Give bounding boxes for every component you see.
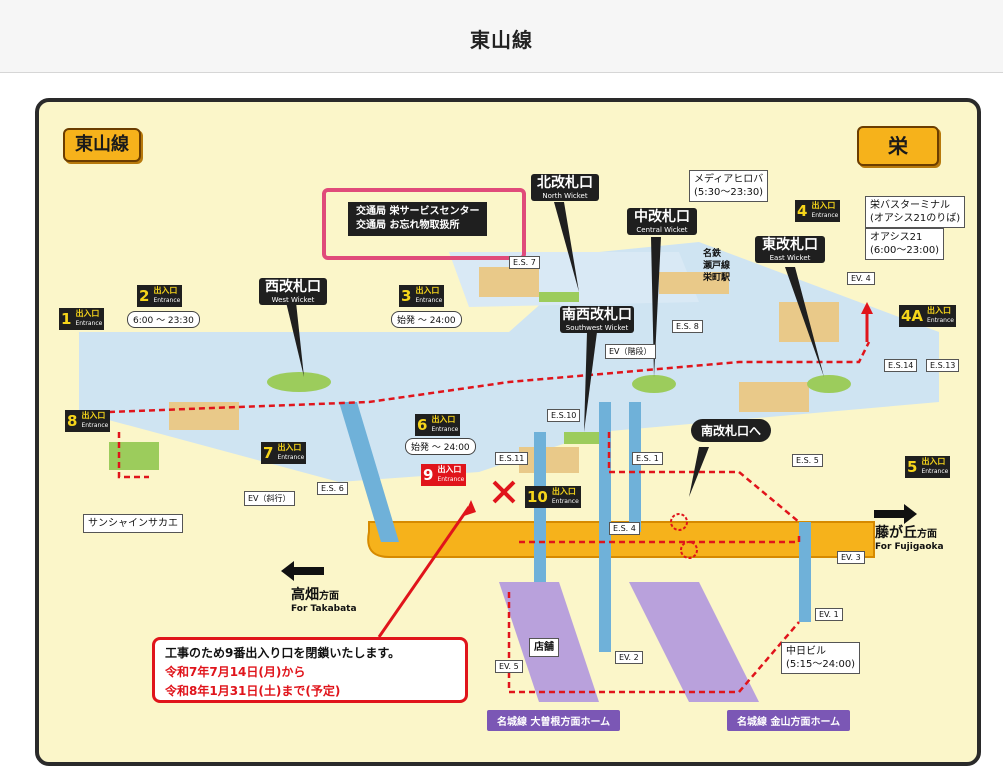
service-center-label: 交通局 栄サービスセンター 交通局 お忘れ物取扱所 bbox=[348, 202, 488, 236]
closure-notice: 工事のため9番出入り口を閉鎖いたします。 令和7年7月14日(月)から 令和8年… bbox=[152, 637, 468, 703]
takabata-direction: 高畑方面 For Takabata bbox=[291, 587, 357, 614]
fujigaoka-direction: 藤が丘方面 For Fujigaoka bbox=[875, 525, 944, 552]
pointer bbox=[584, 332, 597, 432]
escalator-11-label: E.S.11 bbox=[495, 452, 529, 465]
map-drawing bbox=[79, 202, 939, 702]
escalator-7-label: E.S. 7 bbox=[509, 256, 540, 269]
shop-block bbox=[659, 272, 729, 294]
escalator-6 bbox=[339, 402, 399, 542]
entrance-2-hours: 6:00 ～ 23:30 bbox=[127, 311, 200, 328]
escalator-6-label: E.S. 6 bbox=[317, 482, 348, 495]
elevator-3-label: EV. 3 bbox=[837, 551, 865, 564]
higashiyama-line-track bbox=[367, 521, 875, 558]
bus-arrow-head bbox=[861, 302, 873, 314]
oasis21-label: オアシス21(6:00～23:00) bbox=[865, 228, 945, 260]
pointer bbox=[651, 237, 661, 377]
line-tag: 東山線 bbox=[63, 128, 141, 162]
elevator-4-label: EV. 4 bbox=[847, 272, 875, 285]
southwest-wicket-area bbox=[564, 432, 604, 444]
elevator-incline-label: EV（斜行） bbox=[244, 491, 295, 506]
shop-label: 店舗 bbox=[529, 638, 559, 657]
pointer bbox=[554, 202, 579, 292]
escalator-5-label: E.S. 5 bbox=[792, 454, 823, 467]
east-wicket-area bbox=[807, 375, 851, 393]
arrow-fujigaoka bbox=[874, 504, 917, 524]
pointer bbox=[286, 302, 304, 377]
chunichi-building-label: 中日ビル(5:15～24:00) bbox=[781, 642, 861, 674]
entrance-6-hours: 始発 ～ 24:00 bbox=[405, 438, 476, 455]
arrow-takabata bbox=[281, 561, 324, 581]
escalator-13-label: E.S.13 bbox=[926, 359, 960, 372]
pointer bbox=[689, 447, 709, 497]
notice-pointer-head bbox=[464, 500, 476, 516]
station-tag: 栄 bbox=[857, 126, 939, 166]
escalator-8-label: E.S. 8 bbox=[672, 320, 703, 333]
elevator-shaft bbox=[799, 522, 811, 622]
shop-block bbox=[739, 382, 809, 412]
elevator-2-label: EV. 2 bbox=[615, 651, 643, 664]
escalator-14-label: E.S.14 bbox=[884, 359, 918, 372]
notice-pointer bbox=[377, 506, 471, 638]
shop-block bbox=[519, 447, 579, 473]
central-wicket-area bbox=[632, 375, 676, 393]
media-hiroba-label: メディアヒロバ(5:30～23:30) bbox=[689, 170, 769, 202]
elevator-5-label: EV. 5 bbox=[495, 660, 523, 673]
meijo-platform-right bbox=[629, 582, 759, 702]
escalator-10-label: E.S.10 bbox=[547, 409, 581, 422]
shop-block bbox=[479, 267, 539, 297]
entrance8-area bbox=[109, 442, 159, 470]
page-title: 東山線 bbox=[470, 28, 533, 52]
escalator-4-label: E.S. 4 bbox=[609, 522, 640, 535]
route-line bbox=[519, 532, 801, 544]
bus-terminal-label: 栄バスターミナル(オアシス21のりば) bbox=[865, 196, 966, 228]
elevator-1-label: EV. 1 bbox=[815, 608, 843, 621]
circle-mark bbox=[680, 541, 698, 559]
west-wicket-area bbox=[267, 372, 331, 392]
shop-block bbox=[169, 402, 239, 430]
pointer bbox=[785, 267, 824, 377]
north-wicket-area bbox=[539, 292, 579, 302]
meijo-platform-ozone: 名城線 大曽根方面ホーム bbox=[487, 710, 621, 731]
to-south-wicket-callout: 南改札口へ bbox=[691, 419, 772, 442]
meijo-platform-kanayama: 名城線 金山方面ホーム bbox=[727, 710, 851, 731]
service-center-highlight: 交通局 栄サービスセンター 交通局 お忘れ物取扱所 bbox=[322, 188, 526, 260]
route-line bbox=[117, 432, 149, 479]
sunshine-sakae-label: サンシャインサカエ bbox=[83, 514, 183, 533]
circle-mark bbox=[670, 513, 688, 531]
elevator-shaft bbox=[629, 402, 641, 532]
page-header: 東山線 bbox=[0, 0, 1003, 73]
route-line bbox=[507, 592, 800, 694]
meitetsu-seto-line-label: 名鉄瀬戸線栄町駅 bbox=[703, 249, 731, 283]
elevator-stairs-label: EV（階段） bbox=[605, 344, 656, 359]
escalator-1-label: E.S. 1 bbox=[632, 452, 663, 465]
concourse-floor bbox=[79, 242, 939, 482]
route-line bbox=[607, 432, 800, 523]
entrance-3-hours: 始発 ～ 24:00 bbox=[391, 311, 462, 328]
closed-x-icon bbox=[492, 480, 516, 504]
